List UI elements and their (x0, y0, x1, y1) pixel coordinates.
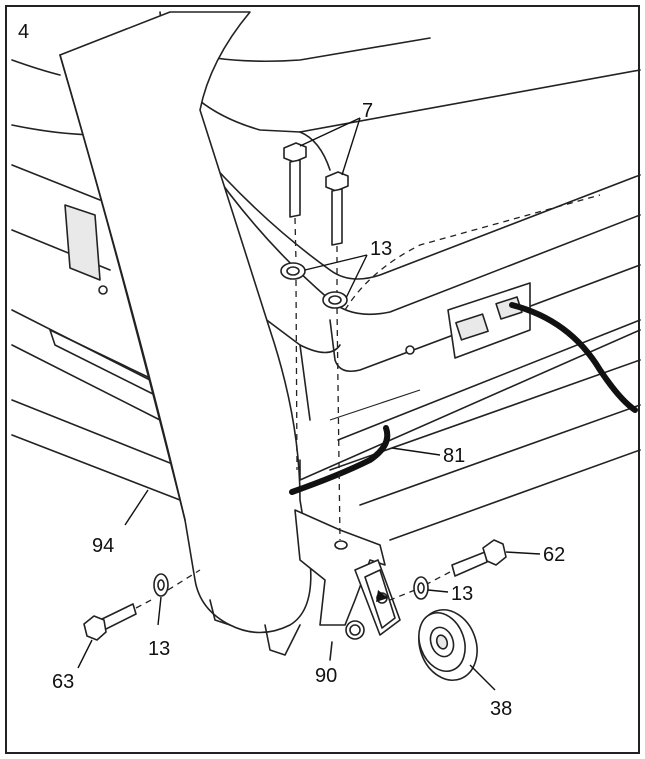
callout-81: 81 (443, 445, 465, 467)
bolt-62-path (389, 571, 451, 601)
wheel-bracket-90: 90 (294, 509, 401, 687)
wheel-38: 38 (418, 609, 512, 720)
callout-13-top: 13 (370, 238, 392, 260)
power-switch-panel (447, 282, 531, 359)
washer-13-left: 13 (148, 573, 170, 660)
bolt-7-left (283, 142, 307, 218)
callout-62: 62 (543, 544, 565, 566)
washer-13-top-left (280, 262, 306, 280)
washer-13-top-right (322, 291, 348, 309)
bolt-63-path (135, 569, 201, 609)
step-number: 4 (18, 21, 29, 43)
washer-13-top-callout: 13 (304, 238, 392, 299)
bolt-7-callout: 7 (299, 100, 373, 176)
callout-90: 90 (315, 665, 337, 687)
upright-frame-94 (59, 11, 312, 656)
callout-94: 94 (92, 535, 114, 557)
bolt-63: 63 (52, 603, 137, 693)
callout-13-right: 13 (451, 583, 473, 605)
treadmill-base (11, 11, 641, 541)
callout-38: 38 (490, 698, 512, 720)
diagram-border (5, 5, 640, 754)
bolt-path-right (336, 246, 341, 541)
callout-13-left: 13 (148, 638, 170, 660)
power-cord (509, 302, 638, 413)
frame-94-callout: 94 (92, 489, 149, 557)
callout-63: 63 (52, 671, 74, 693)
bolt-7-right (325, 171, 349, 246)
cable-81 (289, 425, 391, 495)
washer-13-right: 13 (413, 576, 473, 605)
bolt-path-left (294, 217, 298, 471)
bolt-62: 62 (451, 539, 565, 577)
cable-81-callout: 81 (391, 445, 465, 467)
callout-7: 7 (362, 100, 373, 122)
